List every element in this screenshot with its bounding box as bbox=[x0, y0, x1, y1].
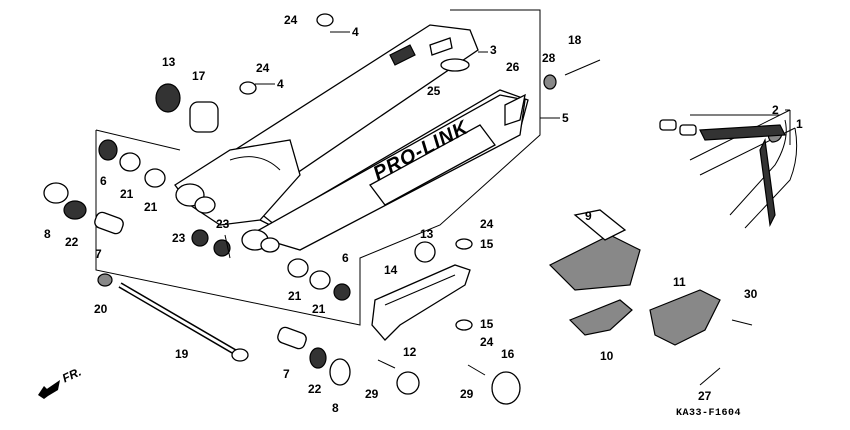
part-label-3: 3 bbox=[490, 43, 497, 57]
part-label-4b: 4 bbox=[277, 77, 284, 91]
part-label-22b: 22 bbox=[308, 382, 322, 396]
part-label-15a: 15 bbox=[480, 237, 494, 251]
part-label-24c: 24 bbox=[480, 217, 494, 231]
diagram-code: KA33-F1604 bbox=[676, 408, 742, 419]
chain-guard-slider bbox=[371, 264, 471, 341]
part-label-23b: 23 bbox=[216, 217, 230, 231]
part-label-7a: 7 bbox=[95, 247, 102, 261]
part-label-19: 19 bbox=[175, 347, 189, 361]
part-label-6b: 6 bbox=[342, 251, 349, 265]
part-label-29a: 29 bbox=[365, 387, 379, 401]
part-label-15b: 15 bbox=[480, 317, 494, 331]
chain-slider bbox=[548, 234, 641, 291]
part-label-26: 26 bbox=[506, 60, 520, 74]
part-label-2: 2 bbox=[772, 103, 779, 117]
part-label-21a: 21 bbox=[120, 187, 134, 201]
part-label-9: 9 bbox=[585, 209, 592, 223]
part-label-22a: 22 bbox=[65, 235, 79, 249]
part-label-23a: 23 bbox=[172, 231, 186, 245]
part-label-24b: 24 bbox=[256, 61, 270, 75]
part-label-8a: 8 bbox=[44, 227, 51, 241]
chain-guide-plate bbox=[568, 299, 633, 336]
chain-guide bbox=[649, 289, 721, 346]
part-label-28: 28 bbox=[542, 51, 556, 65]
part-label-13b: 13 bbox=[420, 227, 434, 241]
part-label-1: 1 bbox=[796, 117, 803, 131]
part-label-16: 16 bbox=[501, 347, 515, 361]
part-label-11: 11 bbox=[673, 275, 686, 289]
part-label-24a: 24 bbox=[284, 13, 298, 27]
part-label-10: 10 bbox=[600, 349, 614, 363]
part-label-17: 17 bbox=[192, 69, 206, 83]
part-label-8b: 8 bbox=[332, 401, 339, 415]
part-label-5: 5 bbox=[562, 111, 569, 125]
part-label-27: 27 bbox=[698, 389, 712, 403]
part-label-12: 12 bbox=[403, 345, 417, 359]
part-label-7b: 7 bbox=[283, 367, 290, 381]
front-arrow-icon bbox=[38, 380, 60, 399]
part-label-13a: 13 bbox=[162, 55, 176, 69]
part-label-21b: 21 bbox=[144, 200, 158, 214]
drive-chain bbox=[659, 109, 798, 229]
part-label-30: 30 bbox=[744, 287, 758, 301]
part-label-20: 20 bbox=[94, 302, 108, 316]
part-label-6a: 6 bbox=[100, 174, 107, 188]
part-label-24d: 24 bbox=[480, 335, 494, 349]
part-label-14: 14 bbox=[384, 263, 398, 277]
assembly-outline bbox=[95, 9, 541, 326]
part-label-21d: 21 bbox=[312, 302, 326, 316]
swingarm bbox=[174, 24, 529, 253]
part-label-25: 25 bbox=[427, 84, 441, 98]
part-label-18: 18 bbox=[568, 33, 582, 47]
part-label-4a: 4 bbox=[352, 25, 359, 39]
part-label-29b: 29 bbox=[460, 387, 474, 401]
part-label-21c: 21 bbox=[288, 289, 302, 303]
